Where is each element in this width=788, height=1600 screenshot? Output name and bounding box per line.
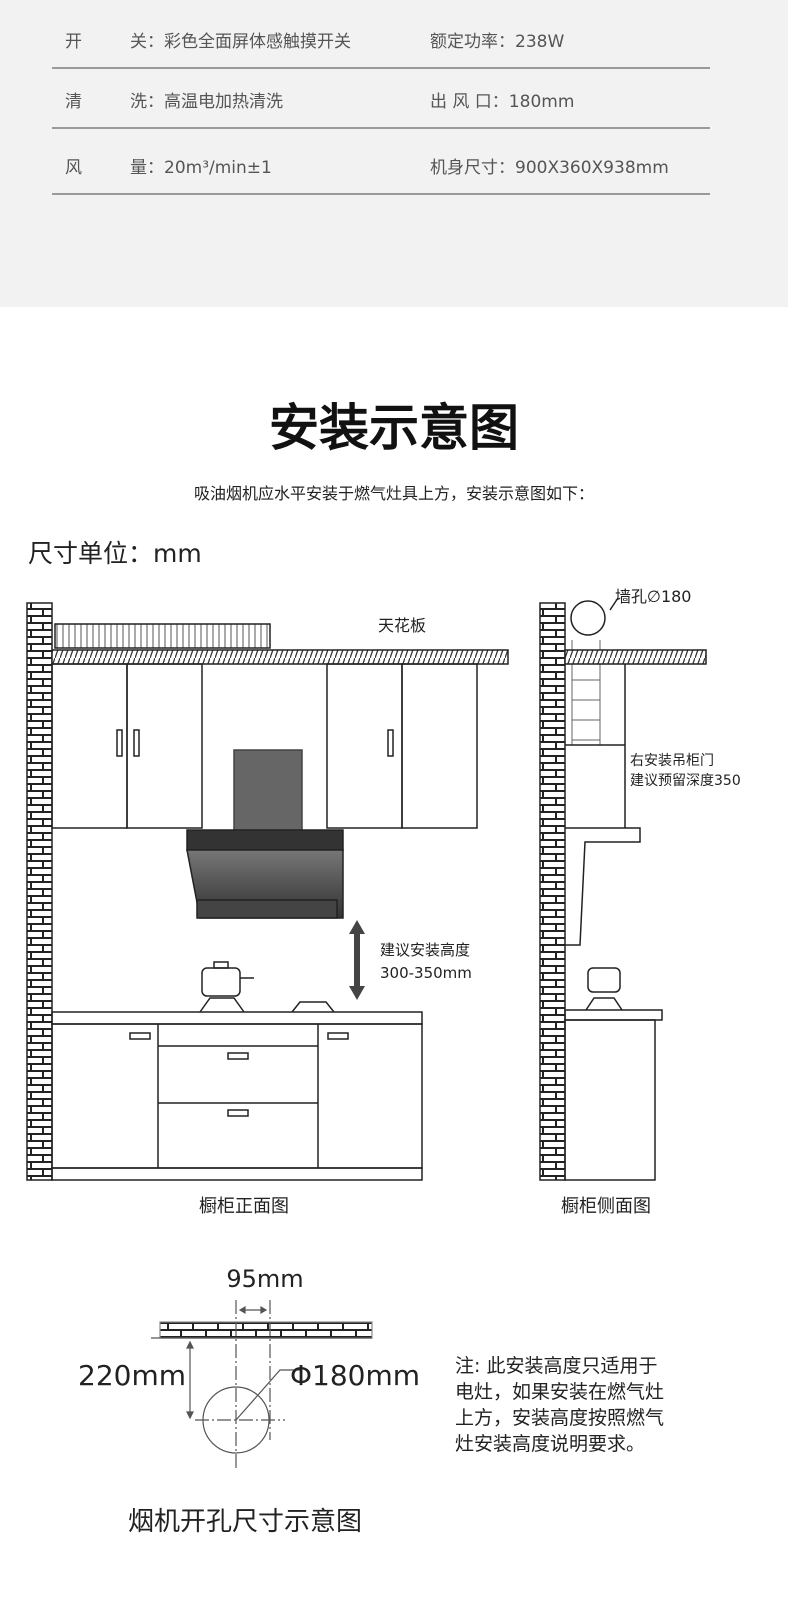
pot-icon bbox=[199, 961, 335, 1013]
spec-value: 量：20m³/min±1 bbox=[130, 158, 272, 178]
exhaust-duct bbox=[54, 623, 271, 649]
side-view-caption: 橱柜侧面图 bbox=[561, 1196, 651, 1217]
height-label: 建议安装高度 bbox=[380, 941, 470, 959]
height-label: 220mm bbox=[78, 1359, 186, 1392]
note-line: 上方，安装高度按照燃气 bbox=[455, 1407, 664, 1429]
spec-label: 开 bbox=[65, 32, 82, 52]
spec-label: 风 bbox=[65, 158, 82, 178]
hole-diagram-caption: 烟机开孔尺寸示意图 bbox=[128, 1507, 362, 1537]
hole-diagram bbox=[151, 1300, 373, 1470]
note-line: 注: 此安装高度只适用于 bbox=[455, 1355, 657, 1377]
wall-hole-label: 墙孔∅180 bbox=[615, 587, 691, 606]
ceiling-label: 天花板 bbox=[378, 616, 426, 635]
front-view-caption: 橱柜正面图 bbox=[199, 1196, 289, 1217]
diameter-label: Φ180mm bbox=[290, 1359, 420, 1392]
spec-label: 清 bbox=[65, 92, 82, 112]
ceiling bbox=[564, 649, 707, 665]
spec-value: 关：彩色全面屏体感触摸开关 bbox=[130, 32, 351, 52]
door-note-line1: 右安装吊柜门 bbox=[630, 753, 714, 769]
spec-value: 机身尺寸：900X360X938mm bbox=[430, 158, 669, 178]
brick-wall bbox=[539, 602, 566, 1181]
subtitle: 吸油烟机应水平安装于燃气灶具上方，安装示意图如下： bbox=[193, 484, 594, 503]
side-view bbox=[539, 597, 707, 1181]
spec-row: 开 关：彩色全面屏体感触摸开关 额定功率：238W bbox=[52, 7, 710, 69]
spec-value: 额定功率：238W bbox=[430, 32, 565, 52]
upper-cabinet bbox=[51, 663, 478, 829]
door-note-line2: 建议预留深度350 bbox=[630, 773, 741, 789]
height-value: 300-350mm bbox=[380, 964, 472, 982]
lower-cabinet bbox=[51, 1023, 423, 1181]
countertop bbox=[51, 1011, 423, 1025]
spec-table: 开 关：彩色全面屏体感触摸开关 额定功率：238W 清 洗：高温电加热清洗 出 … bbox=[0, 0, 788, 307]
spec-row: 清 洗：高温电加热清洗 出 风 口：180mm bbox=[52, 67, 710, 129]
unit-label: 尺寸单位：mm bbox=[28, 539, 202, 568]
ceiling bbox=[51, 649, 509, 665]
offset-label: 95mm bbox=[226, 1265, 303, 1293]
note-line: 灶安装高度说明要求。 bbox=[455, 1433, 645, 1455]
height-arrow bbox=[349, 920, 365, 1000]
spec-row: 风 量：20m³/min±1 机身尺寸：900X360X938mm bbox=[52, 133, 710, 195]
hood-side bbox=[565, 827, 641, 946]
spec-value: 洗：高温电加热清洗 bbox=[130, 92, 283, 112]
wall-hole bbox=[570, 600, 606, 636]
range-hood bbox=[186, 749, 344, 919]
spec-value: 出 风 口：180mm bbox=[430, 92, 575, 112]
front-view bbox=[26, 602, 509, 1181]
brick-wall bbox=[26, 602, 53, 1181]
side-cabinet bbox=[565, 664, 626, 828]
page-title: 安装示意图 bbox=[269, 399, 519, 457]
note-line: 电灶，如果安装在燃气灶 bbox=[455, 1381, 664, 1403]
